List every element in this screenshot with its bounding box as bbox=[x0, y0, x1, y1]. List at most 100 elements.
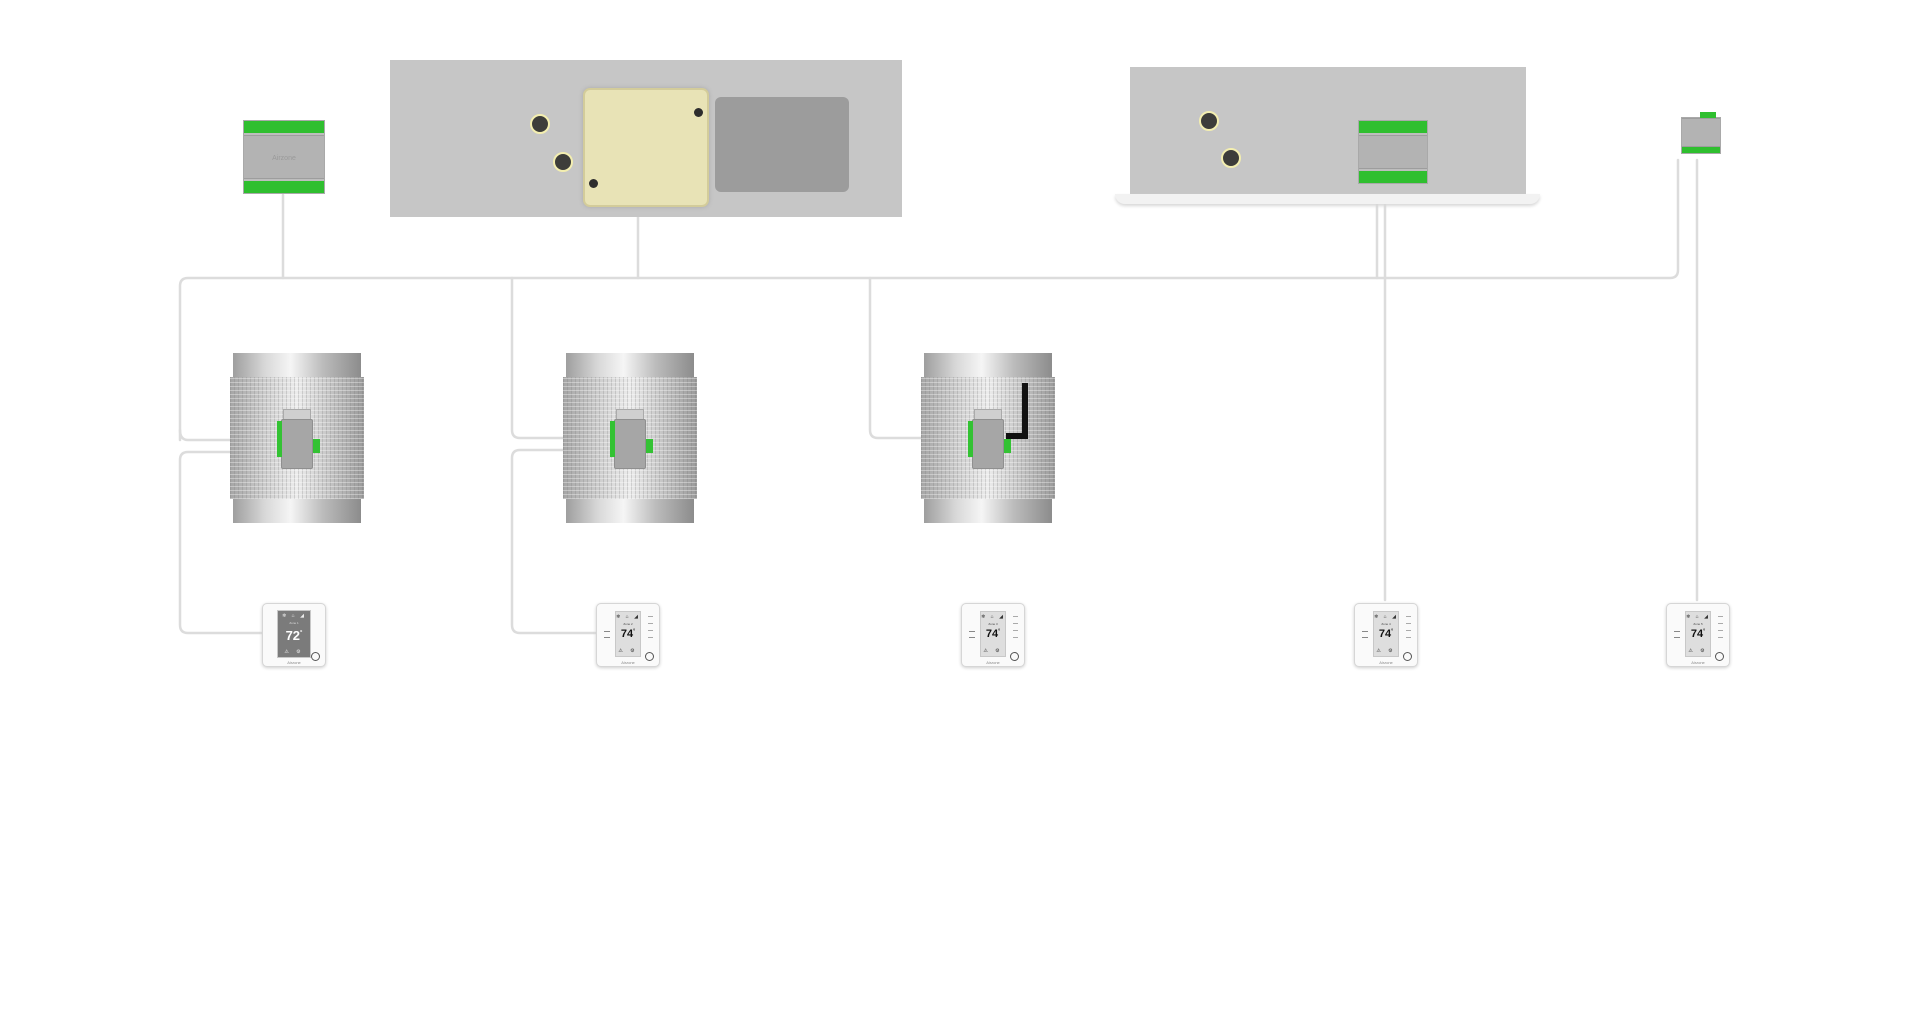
mode-icons: ❄ ⌂ ◢ bbox=[981, 614, 1005, 620]
damper-1[interactable] bbox=[230, 353, 364, 523]
terminal-block bbox=[646, 439, 653, 453]
duct-hole bbox=[553, 152, 573, 172]
zone-label: Zone 1 bbox=[289, 621, 299, 625]
zone-label: Zone 5 bbox=[1693, 622, 1703, 626]
antenna-base bbox=[1006, 433, 1028, 439]
terminal-block bbox=[1004, 439, 1011, 453]
touch-buttons[interactable] bbox=[1718, 616, 1723, 642]
terminal-block bbox=[313, 439, 320, 453]
damper-actuator bbox=[972, 419, 1004, 469]
power-icon[interactable] bbox=[1715, 652, 1724, 661]
damper-actuator bbox=[614, 419, 646, 469]
thermostat-brand: Airzone bbox=[1379, 660, 1393, 665]
temperature-readout: 74° bbox=[616, 628, 640, 640]
damper-collar bbox=[233, 353, 361, 377]
thermostat-screen: ❄ ⌂ ◢ Zone 2 74° ⚠ ⚙ bbox=[615, 611, 641, 657]
antenna-icon bbox=[1022, 383, 1028, 439]
ducted-unit-2-panel bbox=[1130, 67, 1526, 197]
touch-buttons[interactable] bbox=[1013, 616, 1018, 642]
damper-collar bbox=[233, 499, 361, 523]
temperature-readout: 72° bbox=[278, 628, 310, 643]
temperature-value: 74 bbox=[1378, 628, 1392, 640]
duct-hole bbox=[1199, 111, 1219, 131]
menu-icon[interactable] bbox=[1674, 631, 1680, 638]
power-icon[interactable] bbox=[1010, 652, 1019, 661]
thermostat-4[interactable]: ❄ ⌂ ◢ Zone 4 74° ⚠ ⚙ Airzone bbox=[1354, 603, 1418, 667]
mode-icons: ❄ ⌂ ◢ bbox=[616, 614, 640, 620]
zone-label: Zone 2 bbox=[623, 622, 633, 626]
thermostat-2[interactable]: ❄ ⌂ ◢ Zone 2 74° ⚠ ⚙ Airzone bbox=[596, 603, 660, 667]
damper-3[interactable] bbox=[921, 353, 1055, 523]
function-icons: ⚠ ⚙ bbox=[284, 649, 304, 655]
temperature-value: 72 bbox=[285, 628, 301, 643]
touch-buttons[interactable] bbox=[648, 616, 653, 642]
power-icon[interactable] bbox=[645, 652, 654, 661]
function-icons: ⚠ ⚙ bbox=[1688, 648, 1708, 654]
power-icon[interactable] bbox=[1403, 652, 1412, 661]
thermostat-screen: ❄ ⌂ ◢ Zone 5 74° ⚠ ⚙ bbox=[1685, 611, 1711, 657]
mode-icons: ❄ ⌂ ◢ bbox=[1686, 614, 1710, 620]
thermostat-brand: Airzone bbox=[1691, 660, 1705, 665]
function-icons: ⚠ ⚙ bbox=[1376, 648, 1396, 654]
damper-actuator bbox=[281, 419, 313, 469]
unit-2-controller[interactable] bbox=[1358, 120, 1428, 184]
communication-module[interactable] bbox=[1681, 112, 1721, 154]
controller-face: Airzone bbox=[244, 135, 324, 179]
thermostat-5[interactable]: ❄ ⌂ ◢ Zone 5 74° ⚠ ⚙ Airzone bbox=[1666, 603, 1730, 667]
thermostat-brand: Airzone bbox=[621, 660, 635, 665]
menu-icon[interactable] bbox=[604, 631, 610, 638]
controller-logo: Airzone bbox=[272, 154, 296, 162]
module-face bbox=[1682, 118, 1720, 147]
thermostat-3[interactable]: ❄ ⌂ ◢ Zone 3 74° ⚠ ⚙ Airzone bbox=[961, 603, 1025, 667]
terminal-block-top bbox=[1359, 121, 1427, 133]
temperature-unit: ° bbox=[1391, 628, 1394, 635]
wire-damper-3-bus bbox=[868, 276, 957, 440]
damper-2[interactable] bbox=[563, 353, 697, 523]
menu-icon[interactable] bbox=[969, 631, 975, 638]
zone-label: Zone 3 bbox=[988, 622, 998, 626]
thermostat-screen: ❄ ⌂ ◢ Zone 1 72° ⚠ ⚙ bbox=[277, 610, 311, 658]
indoor-unit-machine[interactable] bbox=[583, 88, 709, 207]
temperature-value: 74 bbox=[985, 628, 999, 640]
wire-damper-1-bus bbox=[178, 428, 272, 442]
temperature-value: 74 bbox=[1690, 628, 1704, 640]
damper-collar bbox=[924, 353, 1052, 377]
terminal-block bbox=[610, 421, 615, 457]
terminal-block-bottom bbox=[1359, 171, 1427, 183]
screw-icon bbox=[589, 179, 598, 188]
duct-hole bbox=[530, 114, 550, 134]
temperature-value: 74 bbox=[620, 628, 634, 640]
temperature-unit: ° bbox=[300, 630, 303, 637]
main-controller[interactable]: Airzone bbox=[243, 120, 325, 194]
temperature-unit: ° bbox=[998, 628, 1001, 635]
terminal-block-top bbox=[1700, 112, 1716, 118]
temperature-readout: 74° bbox=[1374, 628, 1398, 640]
mode-icons: ❄ ⌂ ◢ bbox=[282, 613, 306, 619]
screw-icon bbox=[694, 108, 703, 117]
terminal-block bbox=[277, 421, 282, 457]
bus-wire-main bbox=[178, 158, 1680, 442]
terminal-block-bottom bbox=[1682, 147, 1720, 153]
thermostat-brand: Airzone bbox=[986, 660, 1000, 665]
function-icons: ⚠ ⚙ bbox=[983, 648, 1003, 654]
duct-hole bbox=[1221, 148, 1241, 168]
wire-thermostat-2 bbox=[510, 448, 602, 635]
zone-label: Zone 4 bbox=[1381, 622, 1391, 626]
wire-damper-2-bus bbox=[510, 276, 602, 440]
thermostat-1[interactable]: ❄ ⌂ ◢ Zone 1 72° ⚠ ⚙ Airzone bbox=[262, 603, 326, 667]
power-icon[interactable] bbox=[311, 652, 320, 661]
temperature-readout: 74° bbox=[981, 628, 1005, 640]
damper-collar bbox=[924, 499, 1052, 523]
touch-buttons[interactable] bbox=[1406, 616, 1411, 642]
wire-thermostat-1 bbox=[178, 450, 272, 635]
terminal-block-bottom bbox=[244, 181, 324, 193]
function-icons: ⚠ ⚙ bbox=[618, 648, 638, 654]
menu-icon[interactable] bbox=[1362, 631, 1368, 638]
temperature-unit: ° bbox=[1703, 628, 1706, 635]
damper-collar bbox=[566, 499, 694, 523]
thermostat-brand: Airzone bbox=[287, 660, 301, 665]
thermostat-screen: ❄ ⌂ ◢ Zone 3 74° ⚠ ⚙ bbox=[980, 611, 1006, 657]
ducted-unit-2-lip bbox=[1115, 194, 1540, 204]
temperature-readout: 74° bbox=[1686, 628, 1710, 640]
